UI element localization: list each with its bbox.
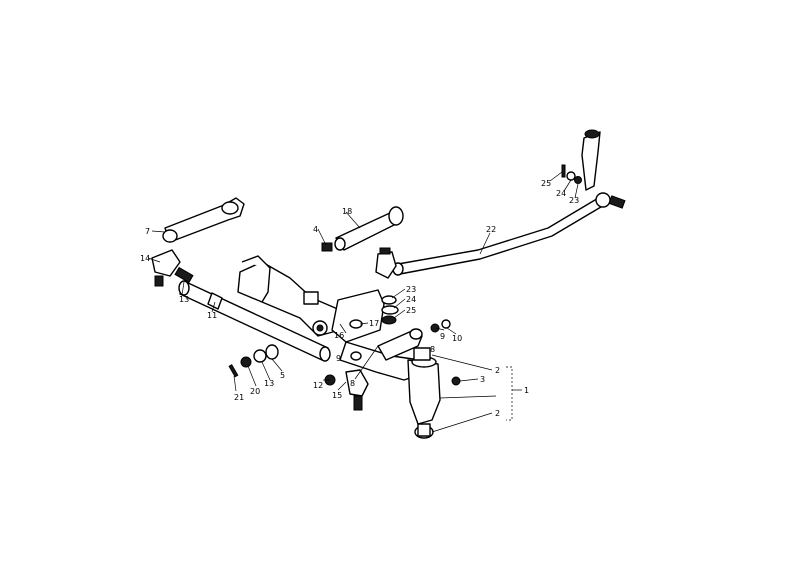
callout-11: 11	[207, 311, 217, 320]
pitman-arm	[581, 129, 601, 191]
ball-joint-left	[151, 249, 181, 287]
spindle-steering-arm	[377, 328, 423, 361]
steering-arm	[162, 197, 245, 243]
callout-13-lower: 13	[264, 379, 274, 388]
callout-15: 15	[332, 391, 342, 400]
callout-8-lower: 8	[350, 379, 355, 388]
callout-23-center: 23	[406, 285, 416, 294]
tie-rod-end-lower	[324, 369, 369, 411]
callout-7: 7	[145, 227, 150, 236]
drag-link-end-right	[595, 192, 626, 209]
callout-8-right: 8	[430, 345, 435, 354]
callout-17: 17	[369, 319, 379, 328]
callout-1: 1	[524, 386, 529, 395]
ball-joint-center	[375, 247, 397, 279]
callout-25-right: 25	[541, 179, 551, 188]
callout-4: 4	[313, 225, 318, 234]
tie-rod-upper	[321, 206, 404, 252]
callout-9-right: 9	[440, 332, 445, 341]
leader-lines	[147, 171, 579, 433]
threaded-end-left	[174, 266, 194, 284]
callout-18: 18	[342, 207, 352, 216]
tie-rod-tube	[178, 280, 331, 362]
callout-24-center: 24	[406, 295, 416, 304]
callout-labels: 1 2 2 3 4 5 7 8 8 9 9 10 11 12 13 13 14 …	[140, 179, 579, 418]
spindle-assembly	[407, 347, 441, 439]
drag-link-tube	[392, 196, 607, 276]
pitman-hardware	[561, 164, 582, 184]
callout-2-lower: 2	[495, 409, 500, 418]
callout-3: 3	[480, 375, 485, 384]
axle-bracket	[237, 255, 341, 337]
callout-20: 20	[250, 387, 260, 396]
callout-16: 16	[334, 331, 344, 340]
spindle-bolt	[451, 376, 461, 386]
callout-22: 22	[486, 225, 496, 234]
callout-23-right: 23	[569, 196, 579, 205]
washer-stack-center	[349, 295, 399, 361]
callout-9-left: 9	[336, 354, 341, 363]
group-bracket	[506, 366, 522, 421]
callout-21: 21	[234, 393, 244, 402]
callout-12: 12	[313, 381, 323, 390]
callout-10: 10	[452, 334, 462, 343]
axle-beam	[312, 289, 429, 381]
nuts-right	[430, 319, 451, 333]
lower-hardware	[228, 344, 279, 378]
callout-5: 5	[280, 371, 285, 380]
callout-24-right: 24	[556, 189, 566, 198]
callout-14: 14	[140, 254, 150, 263]
callout-25-center: 25	[406, 306, 416, 315]
callout-13-left: 13	[179, 295, 189, 304]
callout-2-upper: 2	[495, 366, 500, 375]
